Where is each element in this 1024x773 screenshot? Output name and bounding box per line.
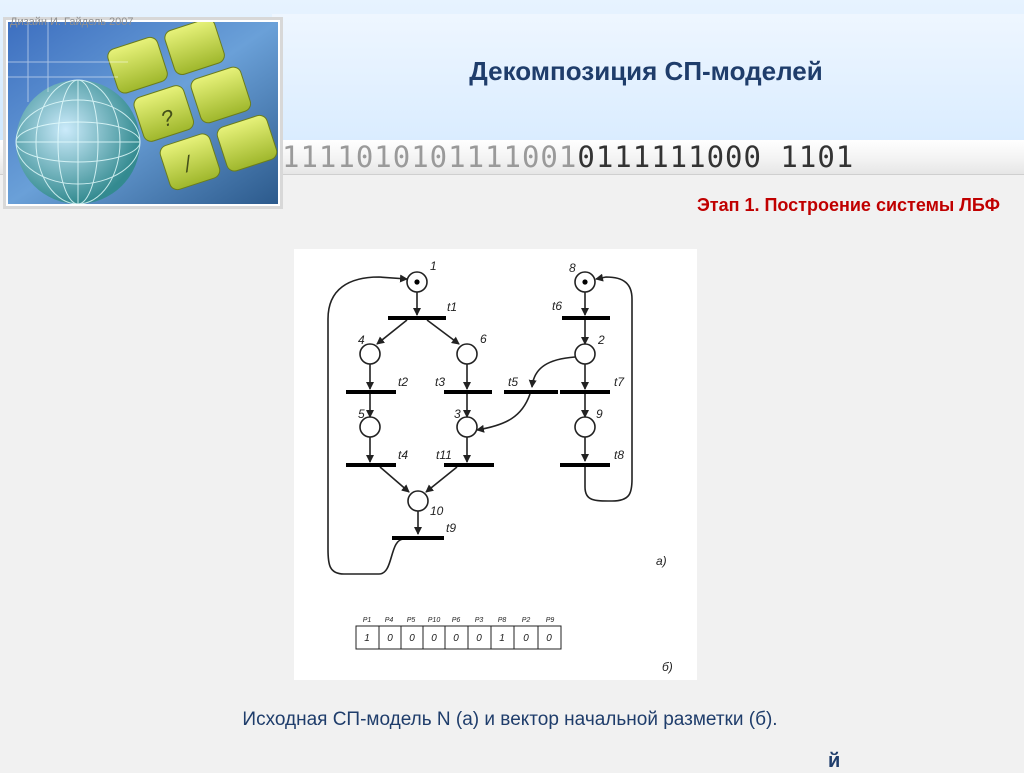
- token-p1: [414, 279, 419, 284]
- label-part-a: а): [656, 554, 667, 568]
- stage-heading: Этап 1. Построение системы ЛБФ: [560, 195, 1000, 216]
- corner-mark: й: [828, 750, 840, 773]
- arc-t5-p3: [477, 394, 530, 430]
- marking-header: P4: [385, 617, 394, 624]
- place-9: [575, 417, 595, 437]
- label-place-9: 9: [596, 407, 603, 421]
- label-t4: t4: [398, 448, 408, 462]
- label-part-b: б): [662, 660, 673, 674]
- marking-value: 0: [546, 633, 552, 644]
- place-6: [457, 344, 477, 364]
- marking-value: 1: [364, 633, 370, 644]
- marking-value: 0: [409, 633, 415, 644]
- label-t9: t9: [446, 521, 456, 535]
- label-t2: t2: [398, 375, 408, 389]
- arc-t1-p6: [427, 320, 459, 344]
- label-place-8: 8: [569, 261, 576, 275]
- label-place-5: 5: [358, 407, 365, 421]
- marking-header: P10: [428, 617, 441, 624]
- arc-t8-p8: [585, 277, 632, 501]
- marking-header: P3: [475, 617, 484, 624]
- marking-value: 0: [476, 633, 482, 644]
- figure-caption: Исходная СП-модель N (а) и вектор началь…: [120, 709, 900, 731]
- marking-header: P2: [522, 617, 531, 624]
- label-t6: t6: [552, 299, 562, 313]
- place-10: [408, 491, 428, 511]
- place-4: [360, 344, 380, 364]
- arc-p2-t5: [532, 357, 575, 387]
- label-place-2: 2: [597, 333, 605, 347]
- label-place-10: 10: [430, 504, 444, 518]
- label-place-3: 3: [454, 407, 461, 421]
- label-t1: t1: [447, 300, 457, 314]
- marking-value: 0: [431, 633, 437, 644]
- label-t3: t3: [435, 375, 445, 389]
- label-t11: t11: [436, 448, 452, 462]
- marking-value: 1: [499, 633, 505, 644]
- place-2: [575, 344, 595, 364]
- marking-header: P1: [363, 617, 372, 624]
- label-place-1: 1: [430, 259, 437, 273]
- marking-header: P6: [452, 617, 461, 624]
- petri-net-figure: 1 2 3 4 5 6 8 9 10 t1 t2 t3 t4 t5 t6 t7 …: [294, 249, 697, 680]
- marking-header: P8: [498, 617, 507, 624]
- label-t7: t7: [614, 375, 625, 389]
- marking-value: 0: [387, 633, 393, 644]
- label-place-4: 4: [358, 333, 365, 347]
- arc-t11-p10: [426, 467, 457, 492]
- label-place-6: 6: [480, 332, 487, 346]
- binary-decoration: 11110101011110010111111000 1101: [282, 142, 1024, 172]
- page-title: Декомпозиция СП-моделей: [270, 56, 1022, 87]
- label-t8: t8: [614, 448, 624, 462]
- token-p8: [582, 279, 587, 284]
- label-t5: t5: [508, 375, 518, 389]
- arc-t4-p10: [380, 467, 409, 492]
- header-logo-image: ? /: [6, 20, 280, 206]
- design-credit: Дизайн И. Гайдель 2007: [10, 16, 134, 28]
- marking-header: P5: [407, 617, 416, 624]
- marking-header: P9: [546, 617, 555, 624]
- marking-value: 0: [453, 633, 459, 644]
- arc-t1-p4: [377, 320, 407, 344]
- marking-value: 0: [523, 633, 529, 644]
